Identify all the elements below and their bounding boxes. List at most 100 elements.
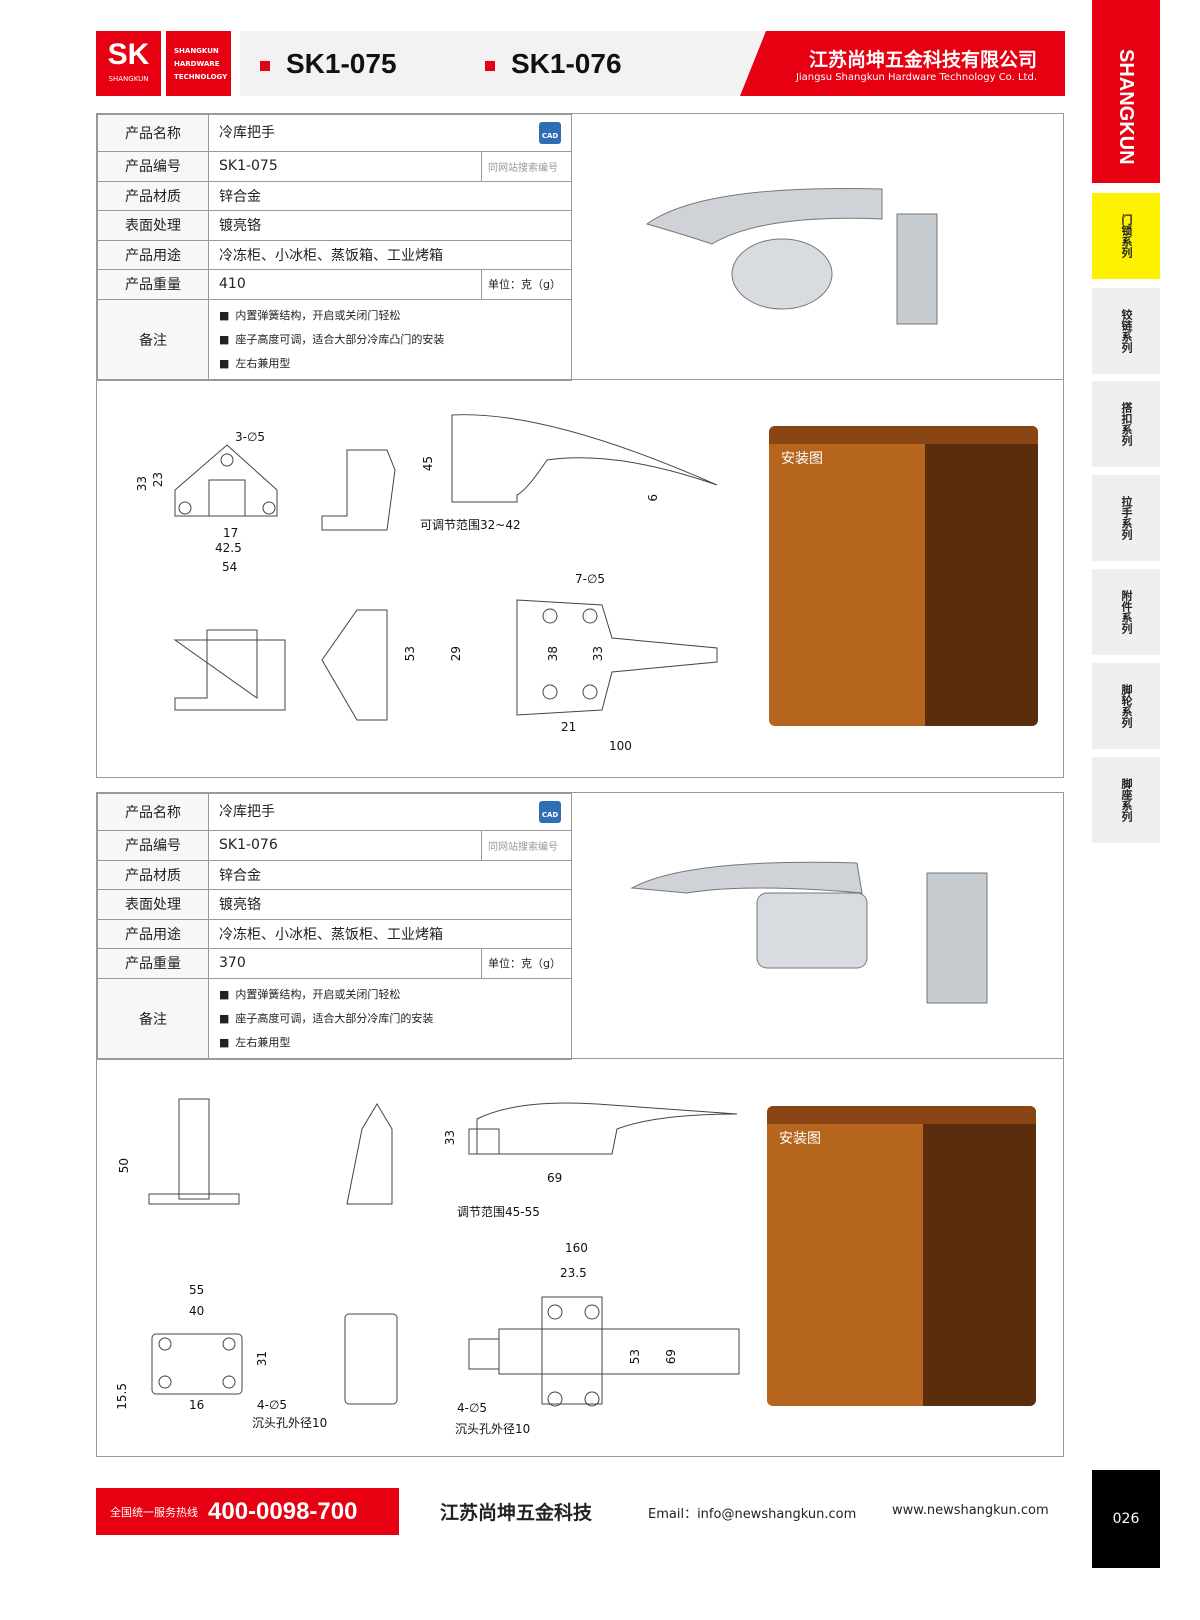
dimension-label: 4-∅5 bbox=[457, 1401, 488, 1415]
logo-mark: SK bbox=[107, 38, 150, 71]
dimension-label: 15.5 bbox=[115, 1383, 129, 1410]
dimension-label: 4-∅5 bbox=[257, 1398, 288, 1412]
countersink-label: 沉头孔外径10 bbox=[455, 1422, 531, 1436]
spec-value: 410 bbox=[208, 269, 482, 300]
dimension-label: 40 bbox=[189, 1304, 205, 1318]
note-item: 左右兼用型 bbox=[219, 352, 561, 376]
spec-label: 产品名称 bbox=[97, 114, 209, 152]
spec-label: 产品编号 bbox=[97, 151, 209, 182]
hotline-number[interactable]: 400-0098-700 bbox=[208, 1497, 358, 1525]
footer-website[interactable]: www.newshangkun.com bbox=[892, 1503, 1049, 1518]
divider bbox=[97, 1058, 1063, 1059]
logo-line: SHANGKUN bbox=[174, 47, 219, 55]
sidebar-tab-caster[interactable]: 脚轮系列 bbox=[1092, 663, 1160, 749]
note-item: 座子高度可调，适合大部分冷库门的安装 bbox=[219, 1007, 561, 1031]
spec-value: 锌合金 bbox=[208, 180, 572, 211]
spec-label: 产品重量 bbox=[97, 948, 209, 979]
adjust-range-label: 调节范围45-55 bbox=[457, 1205, 540, 1219]
footer-email[interactable]: Email：info@newshangkun.com bbox=[648, 1507, 857, 1522]
dimension-label: 54 bbox=[222, 560, 238, 574]
company-cn: 江苏尚坤五金科技有限公司 bbox=[808, 49, 1037, 71]
dimension-label: 23.5 bbox=[560, 1266, 587, 1280]
unit-note: 单位：克（g） bbox=[481, 948, 572, 979]
dimension-label: 16 bbox=[189, 1398, 205, 1412]
dimension-label: 45 bbox=[421, 456, 435, 472]
note-item: 左右兼用型 bbox=[219, 1031, 561, 1055]
spec-value: SK1-076 bbox=[208, 830, 482, 861]
note-item: 座子高度可调，适合大部分冷库凸门的安装 bbox=[219, 328, 561, 352]
spec-label: 备注 bbox=[97, 298, 209, 381]
dimension-label: 17 bbox=[223, 526, 239, 540]
code-note: 同网站搜索编号 bbox=[481, 151, 572, 182]
dimension-label: 33 bbox=[591, 646, 605, 662]
dimension-label: 23 bbox=[151, 472, 165, 488]
note-item: 内置弹簧结构，开启或关闭门轻松 bbox=[219, 983, 561, 1007]
spec-label: 产品材质 bbox=[97, 859, 209, 890]
dimension-label: 53 bbox=[403, 646, 417, 662]
spec-label: 产品用途 bbox=[97, 918, 209, 949]
logo-line: HARDWARE bbox=[174, 60, 220, 68]
spec-label: 产品用途 bbox=[97, 239, 209, 270]
dimension-label: 31 bbox=[255, 1351, 269, 1367]
logo: SK SHANGKUN bbox=[96, 31, 161, 96]
cad-download-icon[interactable]: CAD bbox=[539, 122, 561, 144]
dimension-label: 69 bbox=[664, 1349, 678, 1365]
installation-label: 安装图 bbox=[779, 1131, 821, 1147]
note-item: 内置弹簧结构，开启或关闭门轻松 bbox=[219, 304, 561, 328]
installation-label: 安装图 bbox=[781, 451, 823, 467]
company-en: Jiangsu Shangkun Hardware Technology Co.… bbox=[795, 72, 1037, 83]
sidebar-tab-hasp[interactable]: 搭扣系列 bbox=[1092, 381, 1160, 467]
spec-value: 冷库把手 bbox=[219, 804, 275, 820]
dimension-label: 55 bbox=[189, 1283, 205, 1297]
notes-list: 内置弹簧结构，开启或关闭门轻松座子高度可调，适合大部分冷库门的安装左右兼用型 bbox=[219, 983, 561, 1055]
spec-label: 产品重量 bbox=[97, 269, 209, 300]
spec-label: 产品材质 bbox=[97, 180, 209, 211]
spec-label: 备注 bbox=[97, 977, 209, 1060]
dimension-label: 160 bbox=[565, 1241, 588, 1255]
sidebar-brand: SHANGKUN bbox=[1092, 0, 1160, 183]
notes-list: 内置弹簧结构，开启或关闭门轻松座子高度可调，适合大部分冷库凸门的安装左右兼用型 bbox=[219, 304, 561, 376]
spec-value: 冷库把手 bbox=[219, 125, 275, 141]
dimension-label: 42.5 bbox=[215, 541, 242, 555]
logo-line: TECHNOLOGY bbox=[174, 73, 228, 81]
dimension-label: 50 bbox=[117, 1158, 131, 1174]
product-photo bbox=[630, 861, 988, 1004]
spec-label: 表面处理 bbox=[97, 210, 209, 241]
page-number: 026 bbox=[1092, 1470, 1160, 1568]
model-title: SK1-075 bbox=[260, 48, 397, 80]
sidebar-tab-foot[interactable]: 脚座系列 bbox=[1092, 757, 1160, 843]
hotline-banner: 全国统一服务热线 400-0098-700 bbox=[96, 1488, 399, 1535]
hotline-label: 全国统一服务热线 bbox=[110, 1505, 198, 1519]
spec-value: SK1-075 bbox=[208, 151, 482, 182]
dimension-label: 100 bbox=[609, 739, 632, 753]
dimension-label: 53 bbox=[628, 1349, 642, 1365]
dimension-label: 29 bbox=[449, 646, 463, 662]
spec-value: 镀亮铬 bbox=[208, 210, 572, 241]
sidebar-tab-accessory[interactable]: 附件系列 bbox=[1092, 569, 1160, 655]
footer-company: 江苏尚坤五金科技 bbox=[440, 1502, 593, 1524]
spec-value: 镀亮铬 bbox=[208, 889, 572, 920]
installation-image: 安装图 bbox=[767, 1106, 1036, 1406]
model-title: SK1-076 bbox=[485, 48, 622, 80]
dimension-label: 33 bbox=[443, 1130, 457, 1146]
product-photo bbox=[645, 187, 938, 325]
spec-label: 产品编号 bbox=[97, 830, 209, 861]
countersink-label: 沉头孔外径10 bbox=[252, 1416, 328, 1430]
spec-value: 锌合金 bbox=[208, 859, 572, 890]
logo-sub: SHANGKUN bbox=[108, 75, 149, 83]
code-note: 同网站搜索编号 bbox=[481, 830, 572, 861]
spec-label: 产品名称 bbox=[97, 793, 209, 831]
sidebar-tab-hinge[interactable]: 铰链系列 bbox=[1092, 288, 1160, 374]
technical-drawing bbox=[148, 1098, 740, 1407]
spec-value: 冷冻柜、小冰柜、蒸饭柜、工业烤箱 bbox=[208, 918, 572, 949]
cad-download-icon[interactable]: CAD bbox=[539, 801, 561, 823]
dimension-label: 69 bbox=[547, 1171, 563, 1185]
sidebar-tab-door-lock[interactable]: 门锁系列 bbox=[1092, 193, 1160, 279]
spec-label: 表面处理 bbox=[97, 889, 209, 920]
dimension-label: 38 bbox=[546, 646, 560, 662]
dimension-label: 3-∅5 bbox=[235, 430, 266, 444]
adjust-range-label: 可调节范围32~42 bbox=[420, 518, 521, 532]
sidebar-tab-handle[interactable]: 拉手系列 bbox=[1092, 475, 1160, 561]
